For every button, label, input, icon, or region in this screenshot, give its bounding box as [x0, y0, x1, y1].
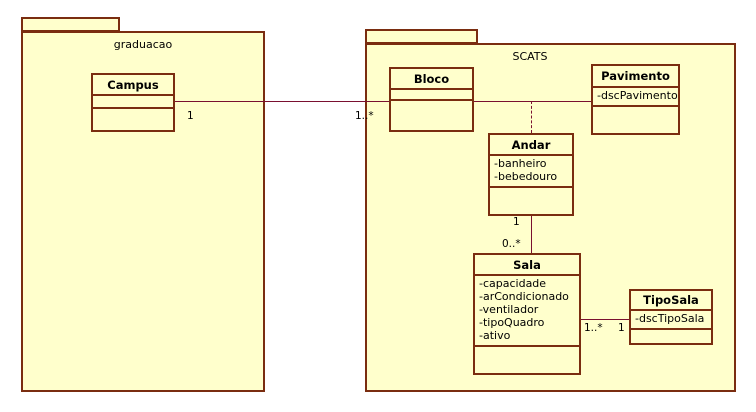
- class-operations-sala: [475, 347, 579, 373]
- class-operations-bloco: [391, 101, 472, 130]
- class-attributes-sala: -capacidade -arCondicionado -ventilador …: [475, 276, 579, 347]
- class-box-andar[interactable]: Andar -banheiro -bebedouro: [488, 133, 574, 216]
- multiplicity-andar-sala-source: 1: [513, 216, 520, 228]
- class-name-sala: Sala: [475, 255, 579, 276]
- attribute-item: -banheiro: [494, 157, 547, 170]
- class-operations-campus: [93, 109, 173, 130]
- class-name-andar: Andar: [490, 135, 572, 156]
- package-label-graduacao: graduacao: [113, 38, 173, 51]
- class-attributes-andar: -banheiro -bebedouro: [490, 156, 572, 188]
- attribute-item: -dscTipoSala: [635, 312, 705, 325]
- association-campus-bloco[interactable]: [174, 101, 389, 102]
- class-name-campus: Campus: [93, 75, 173, 96]
- multiplicity-andar-sala-target: 0..*: [502, 238, 521, 250]
- association-link-andar[interactable]: [531, 101, 532, 133]
- attribute-item: -ativo: [479, 329, 511, 342]
- class-box-pavimento[interactable]: Pavimento -dscPavimento: [591, 64, 680, 135]
- class-name-pavimento: Pavimento: [593, 66, 678, 88]
- multiplicity-sala-tiposala-source: 1..*: [584, 322, 603, 334]
- association-andar-sala[interactable]: [531, 215, 532, 253]
- attribute-item: -capacidade: [479, 277, 547, 290]
- attribute-item: -arCondicionado: [479, 290, 569, 303]
- class-name-tiposala: TipoSala: [631, 291, 711, 311]
- multiplicity-sala-tiposala-target: 1: [618, 322, 625, 334]
- attribute-item: -tipoQuadro: [479, 316, 545, 329]
- class-attributes-pavimento: -dscPavimento: [593, 88, 678, 107]
- multiplicity-campus-bloco-source: 1: [187, 110, 194, 122]
- attribute-item: -bebedouro: [494, 170, 558, 183]
- multiplicity-campus-bloco-target: 1..*: [355, 110, 374, 122]
- package-tab-graduacao: [21, 17, 120, 32]
- attribute-item: -ventilador: [479, 303, 539, 316]
- class-attributes-tiposala: -dscTipoSala: [631, 311, 711, 330]
- class-name-bloco: Bloco: [391, 69, 472, 90]
- class-box-sala[interactable]: Sala -capacidade -arCondicionado -ventil…: [473, 253, 581, 375]
- class-box-tiposala[interactable]: TipoSala -dscTipoSala: [629, 289, 713, 345]
- association-sala-tiposala[interactable]: [580, 319, 629, 320]
- class-box-campus[interactable]: Campus: [91, 73, 175, 132]
- class-operations-tiposala: [631, 330, 711, 343]
- class-box-bloco[interactable]: Bloco: [389, 67, 474, 132]
- class-operations-andar: [490, 188, 572, 214]
- package-label-scats: SCATS: [512, 50, 548, 63]
- attribute-item: -dscPavimento: [597, 89, 678, 102]
- class-attributes-bloco: [391, 90, 472, 101]
- class-operations-pavimento: [593, 107, 678, 133]
- association-bloco-pavimento[interactable]: [473, 101, 591, 102]
- class-attributes-campus: [93, 96, 173, 109]
- package-tab-scats: [365, 29, 478, 44]
